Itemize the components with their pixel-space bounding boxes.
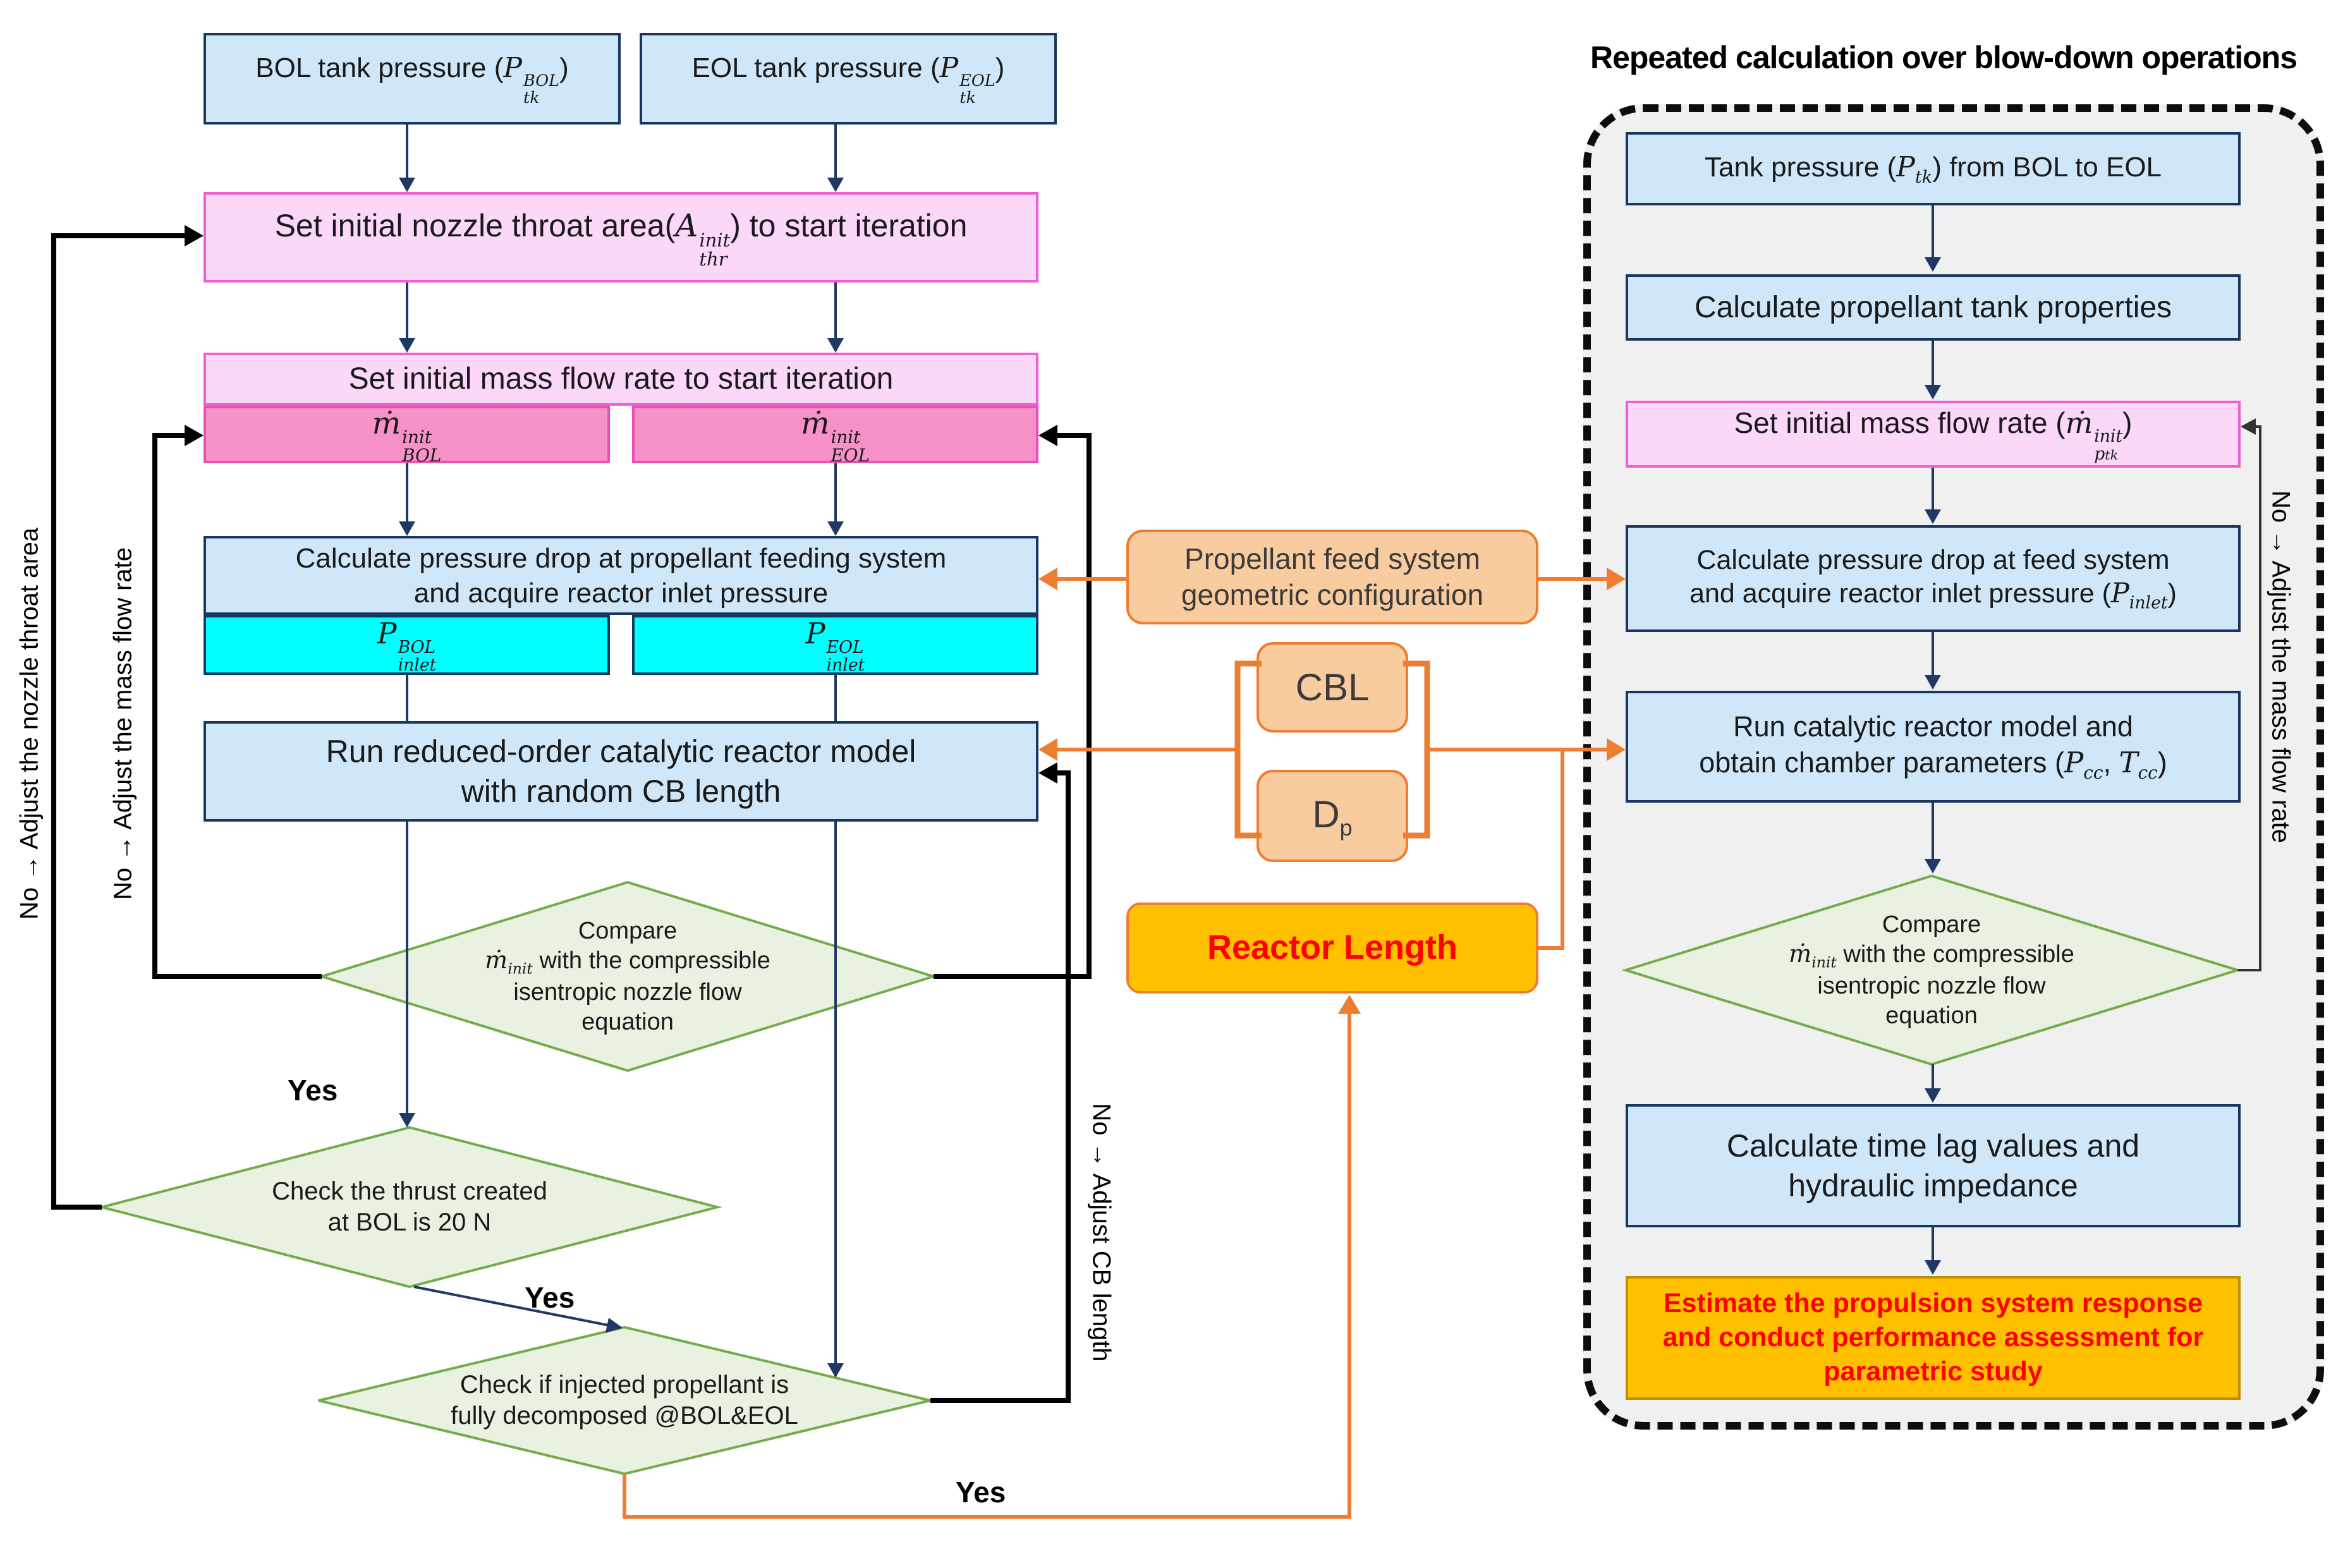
set-mass-flow-box: Set initial mass flow rate to start iter… (204, 353, 1038, 406)
yes-label-3: Yes (956, 1476, 1006, 1509)
cbl-box: CBL (1257, 642, 1408, 732)
reactor-length-box: Reactor Length (1126, 903, 1538, 994)
compare-mdot-diamond-label: Compare ṁinit with the compressible isen… (485, 917, 770, 1035)
calc-pressure-drop-feed-box: Calculate pressure drop at feed system a… (1626, 525, 2241, 632)
compare-mdot-diamond-right-label: Compare ṁinit with the compressible isen… (1789, 911, 2074, 1029)
dp-box: Dp (1257, 770, 1408, 862)
yes-label-1: Yes (288, 1074, 338, 1107)
run-reactor-model-box: Run reduced-order catalytic reactor mode… (204, 721, 1038, 822)
label-adjust-mass: No → Adjust the mass flow rate (109, 547, 137, 901)
repeated-calc-title: Repeated calculation over blow-down oper… (1590, 40, 2297, 75)
calc-pressure-drop-box: Calculate pressure drop at propellant fe… (204, 536, 1038, 615)
black-loop-heads (185, 225, 1057, 784)
tank-properties-box: Calculate propellant tank properties (1626, 274, 2241, 341)
tank-pressure-box: Tank pressure (Ptk) from BOL to EOL (1626, 132, 2241, 205)
run-catalytic-model-box: Run catalytic reactor model and obtain c… (1626, 691, 2241, 803)
label-adjust-mass-right: No → Adjust the mass flow rate (2267, 490, 2295, 844)
label-adjust-cb: No → Adjust CB length (1087, 1103, 1116, 1362)
label-adjust-nozzle: No → Adjust the nozzle throat area (15, 527, 44, 920)
yes-label-2: Yes (525, 1281, 575, 1314)
